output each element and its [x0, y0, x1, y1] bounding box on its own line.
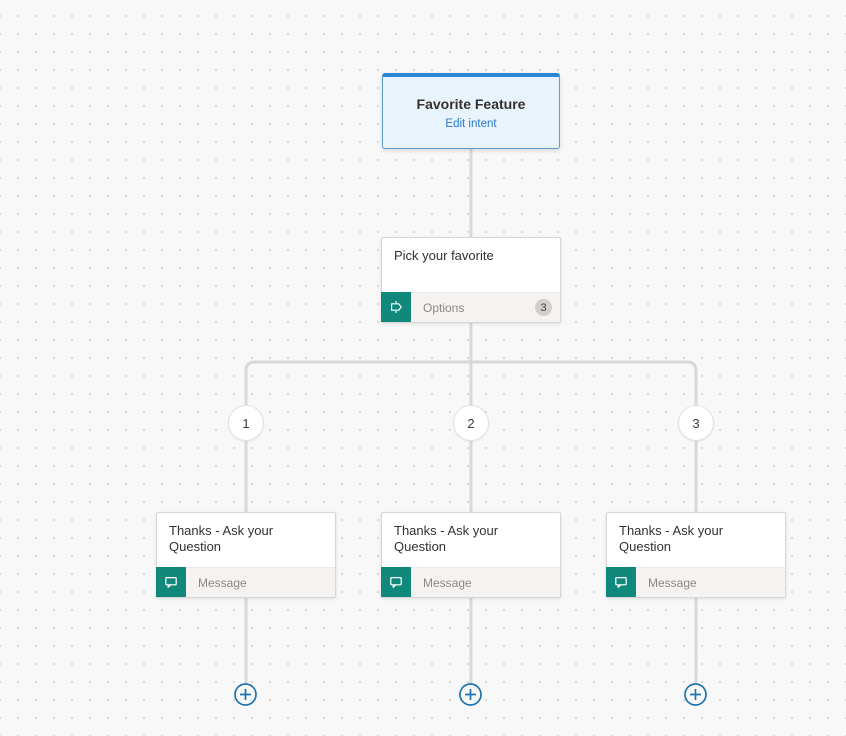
branch-circle-1[interactable]: 1 — [228, 405, 264, 441]
message-node-title: Thanks - Ask your Question — [619, 523, 724, 554]
message-node-2[interactable]: Thanks - Ask your Question Message — [381, 512, 561, 598]
branch-number: 1 — [242, 415, 250, 431]
add-node-button-3[interactable] — [683, 682, 708, 707]
plus-icon — [234, 683, 257, 706]
speech-bubble-icon — [156, 567, 186, 597]
question-footer-label: Options — [423, 300, 465, 315]
message-node-3[interactable]: Thanks - Ask your Question Message — [606, 512, 786, 598]
message-node-footer[interactable]: Message — [381, 567, 560, 597]
message-footer-label: Message — [198, 575, 247, 590]
signpost-icon — [381, 292, 411, 322]
options-count-badge: 3 — [535, 299, 552, 316]
question-node-title: Pick your favorite — [394, 248, 494, 263]
trigger-node[interactable]: Favorite Feature Edit intent — [382, 73, 560, 149]
message-node-title: Thanks - Ask your Question — [394, 523, 499, 554]
branch-circle-3[interactable]: 3 — [678, 405, 714, 441]
branch-number: 2 — [467, 415, 475, 431]
question-node[interactable]: Pick your favorite Options 3 — [381, 237, 561, 323]
question-node-footer[interactable]: Options 3 — [381, 292, 560, 322]
message-footer-label: Message — [648, 575, 697, 590]
trigger-title: Favorite Feature — [416, 95, 526, 112]
edit-intent-link[interactable]: Edit intent — [445, 117, 497, 130]
branch-circle-2[interactable]: 2 — [453, 405, 489, 441]
message-node-1[interactable]: Thanks - Ask your Question Message — [156, 512, 336, 598]
add-node-button-2[interactable] — [458, 682, 483, 707]
add-node-button-1[interactable] — [233, 682, 258, 707]
message-node-footer[interactable]: Message — [606, 567, 785, 597]
message-footer-label: Message — [423, 575, 472, 590]
plus-icon — [684, 683, 707, 706]
plus-icon — [459, 683, 482, 706]
message-node-footer[interactable]: Message — [156, 567, 335, 597]
branch-number: 3 — [692, 415, 700, 431]
speech-bubble-icon — [381, 567, 411, 597]
speech-bubble-icon — [606, 567, 636, 597]
message-node-title: Thanks - Ask your Question — [169, 523, 274, 554]
